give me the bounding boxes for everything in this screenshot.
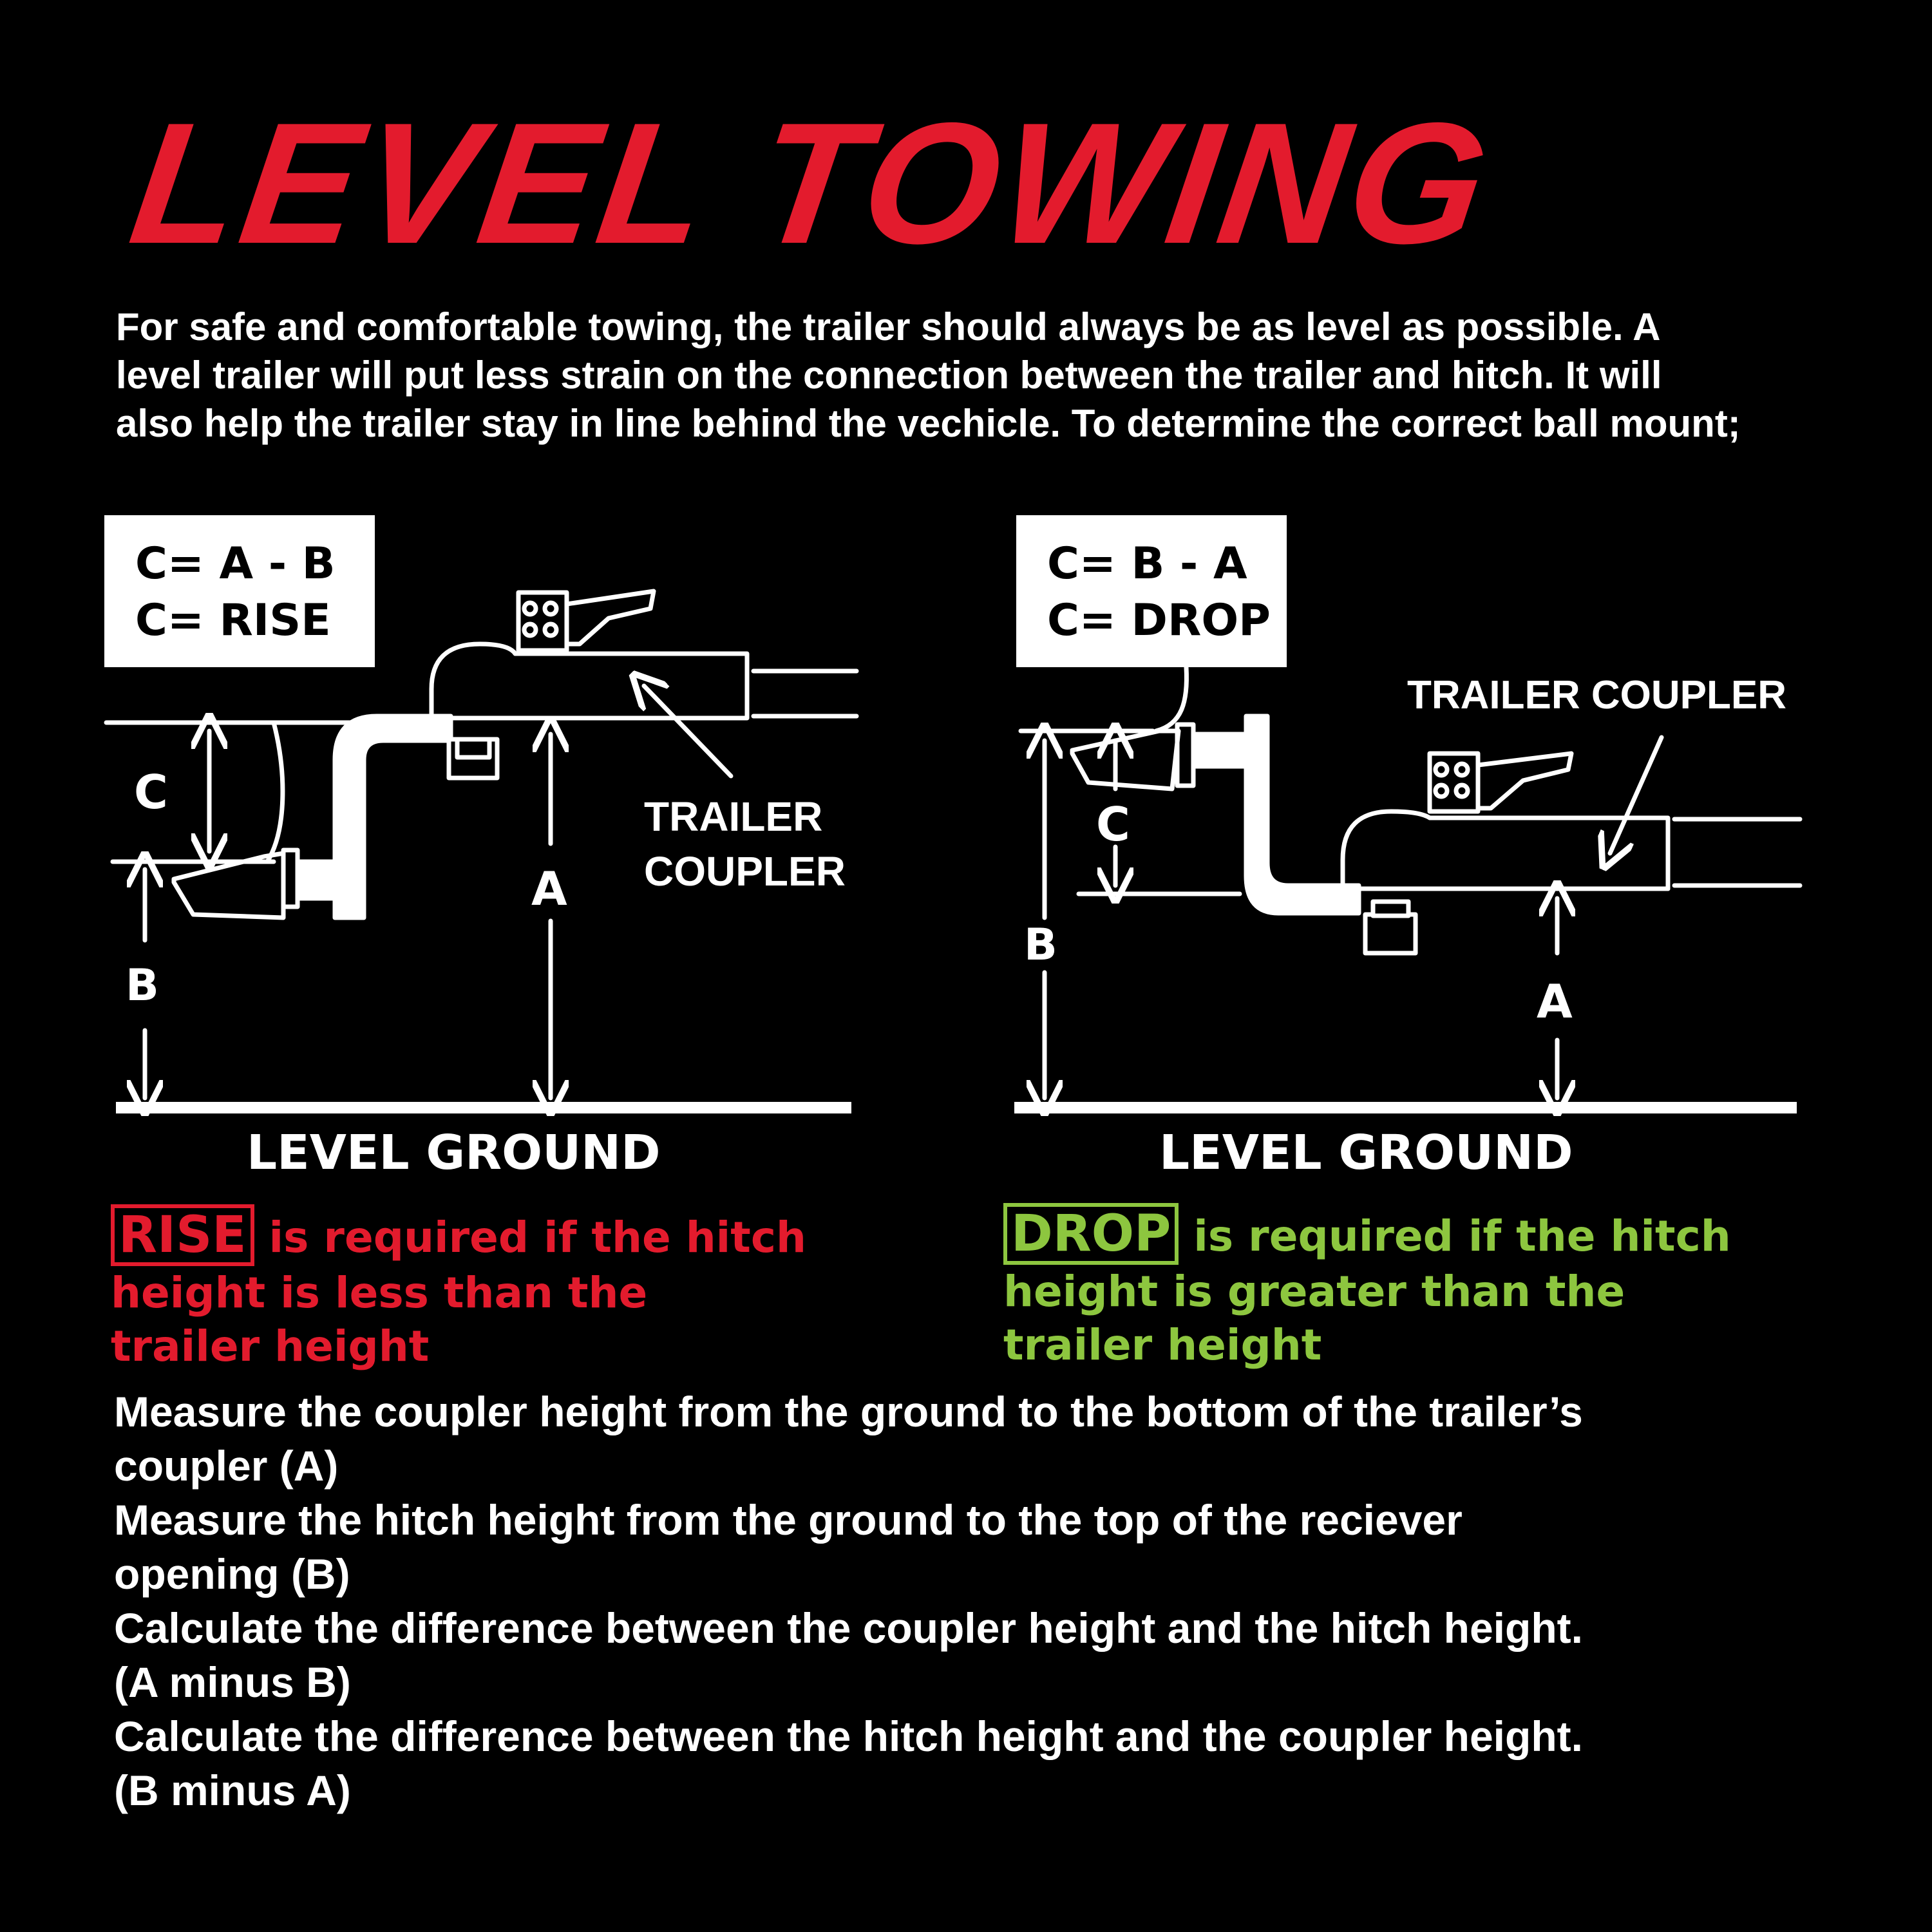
drop-note-line: height is greater than the: [1003, 1267, 1625, 1316]
instruction-line: (B minus A): [114, 1766, 351, 1814]
drop-tongue: [1665, 817, 1803, 891]
drop-coupler-latch: [1475, 751, 1574, 811]
drop-ground-label: LEVEL GROUND: [1159, 1125, 1573, 1180]
intro-line: also help the trailer stay in line behin…: [116, 402, 1741, 445]
instructions: Measure the coupler height from the grou…: [114, 1385, 1904, 1817]
rise-coupler-body: [429, 641, 750, 721]
drop-keyword-badge: DROP: [1003, 1203, 1179, 1265]
drop-formula-line: C= DROP: [1047, 595, 1271, 646]
rise-note-line: trailer height: [111, 1321, 430, 1371]
drop-formula-box: C= B - A C= DROP: [1016, 515, 1287, 667]
drop-label-a: A: [1537, 974, 1573, 1028]
drop-note-text: is required if the hitch: [1179, 1211, 1731, 1261]
intro-paragraph: For safe and comfortable towing, the tra…: [116, 303, 1893, 448]
drop-bumper-curve: [1153, 665, 1189, 734]
drop-note: DROP is required if the hitch height is …: [1003, 1203, 1731, 1372]
drop-ball-mount: [1192, 714, 1361, 916]
instruction-line: Calculate the difference between the cou…: [114, 1604, 1583, 1652]
drop-ball-nut: [1363, 912, 1418, 956]
drop-ball-nut-base: [1370, 899, 1411, 918]
drop-coupler-plate: [1427, 751, 1481, 814]
instruction-line: Measure the coupler height from the grou…: [114, 1388, 1583, 1435]
drop-note-line: DROP is required if the hitch: [1003, 1203, 1731, 1265]
drop-coupler-label: TRAILER COUPLER: [1407, 673, 1786, 717]
rise-formula-line: C= RISE: [135, 595, 331, 646]
instruction-line: Calculate the difference between the hit…: [114, 1712, 1583, 1760]
rise-ball-mount: [295, 714, 453, 920]
drop-coupler-pointer: [1610, 735, 1664, 853]
rise-ball-nut-base: [455, 737, 492, 760]
rise-note-line: height is less than the: [111, 1268, 648, 1318]
rise-coupler-plate: [516, 590, 569, 653]
rise-coupler-label: COUPLER: [644, 848, 846, 895]
rise-tongue: [744, 661, 859, 719]
drop-note-line: trailer height: [1003, 1320, 1322, 1370]
drop-formula-line: C= B - A: [1047, 538, 1247, 589]
instruction-line: (A minus B): [114, 1658, 351, 1706]
intro-line: level trailer will put less strain on th…: [116, 354, 1662, 397]
rise-label-b: B: [126, 960, 159, 1011]
rise-coupler-pointer: [644, 686, 734, 779]
rise-label-a: A: [531, 862, 567, 916]
intro-line: For safe and comfortable towing, the tra…: [116, 305, 1661, 348]
rise-formula-line: C= A - B: [135, 538, 336, 589]
rise-formula-box: C= A - B C= RISE: [104, 515, 375, 667]
instruction-line: coupler (A): [114, 1442, 339, 1490]
rise-note-text: is required if the hitch: [254, 1213, 806, 1262]
drop-label-c: C: [1096, 797, 1130, 851]
rise-coupler-latch: [564, 589, 656, 647]
drop-receiver: [1070, 728, 1181, 791]
instruction-line: Measure the hitch height from the ground…: [114, 1496, 1463, 1544]
rise-coupler-label: TRAILER: [644, 793, 822, 840]
rise-bumper-curve: [265, 720, 285, 864]
rise-ground-label: LEVEL GROUND: [247, 1125, 661, 1180]
rise-keyword-badge: RISE: [111, 1204, 254, 1266]
rise-note: RISE is required if the hitch height is …: [111, 1204, 806, 1373]
drop-label-b: B: [1024, 920, 1057, 971]
drop-coupler-body: [1340, 809, 1671, 891]
instruction-line: opening (B): [114, 1550, 350, 1598]
rise-label-c: C: [134, 765, 168, 819]
rise-note-line: RISE is required if the hitch: [111, 1204, 806, 1266]
